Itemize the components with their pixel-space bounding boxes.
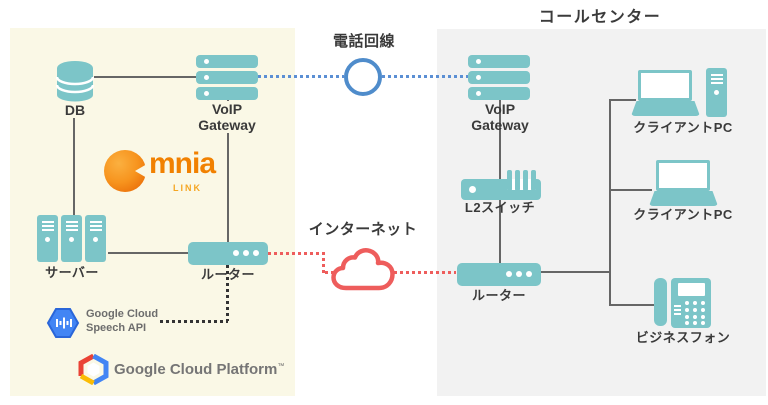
router-right-label: ルーター <box>471 288 526 303</box>
internet-dotted-4 <box>394 271 456 274</box>
voip-gateway-right-label: VoIP Gateway <box>471 101 529 134</box>
internet-dotted-2 <box>322 252 325 274</box>
phone-line-label: 電話回線 <box>332 33 395 50</box>
servers-icon <box>37 215 106 262</box>
db-icon <box>56 60 94 102</box>
client-pc2-label: クライアントPC <box>633 207 733 222</box>
omnia-sub-text: LINK <box>173 183 202 193</box>
router-left-icon <box>188 242 268 265</box>
l2-switch-label: L2スイッチ <box>464 200 536 215</box>
connector-db-voipgw <box>94 76 196 78</box>
trunk-line <box>609 99 611 306</box>
call-center-title: コールセンター <box>538 9 662 26</box>
router-left-label: ルーター <box>200 267 255 282</box>
speech-api-icon <box>46 306 80 340</box>
speech-api-label: Google Cloud Speech API <box>86 308 159 334</box>
client-pc1-label: クライアントPC <box>633 120 733 135</box>
omnia-link-logo: mnia LINK <box>104 147 216 200</box>
branch-client-pc1 <box>609 99 636 101</box>
servers-label: サーバー <box>45 265 99 280</box>
connector-voipgw-router-left <box>227 100 229 242</box>
branch-client-pc2 <box>609 189 652 191</box>
speech-api-dotted-v <box>226 265 229 321</box>
connector-db-servers <box>73 118 75 215</box>
voip-gateway-right-icon <box>468 55 530 103</box>
branch-business-phone <box>609 304 656 306</box>
business-phone-label: ビジネスフォン <box>635 330 731 345</box>
phone-line-dotted-right <box>382 75 468 78</box>
phone-body <box>671 278 711 328</box>
gcp-label: Google Cloud Platform™ <box>114 361 285 378</box>
router-right-icon <box>457 263 541 286</box>
connector-voipgw-l2switch <box>499 100 501 180</box>
connector-servers-router <box>108 252 188 254</box>
voip-gateway-left-icon <box>196 55 258 103</box>
connector-router-trunk <box>541 271 611 273</box>
internet-dotted-3 <box>325 271 335 274</box>
phone-line-dotted-left <box>258 75 344 78</box>
voip-gateway-left-label: VoIP Gateway <box>187 101 267 134</box>
connector-l2switch-router <box>499 200 501 263</box>
gcp-logo-icon <box>78 354 109 385</box>
omnia-text: mnia <box>149 147 216 180</box>
internet-dotted-1 <box>268 252 324 255</box>
internet-cloud-icon <box>330 247 396 293</box>
speech-api-dotted-h <box>160 320 228 323</box>
internet-label: インターネット <box>308 221 418 238</box>
db-label: DB <box>64 102 86 118</box>
phone-handset <box>654 278 667 326</box>
phone-line-circle-icon <box>344 58 382 96</box>
l2-switch-icon <box>461 170 541 200</box>
gcp-tm: ™ <box>277 363 285 370</box>
